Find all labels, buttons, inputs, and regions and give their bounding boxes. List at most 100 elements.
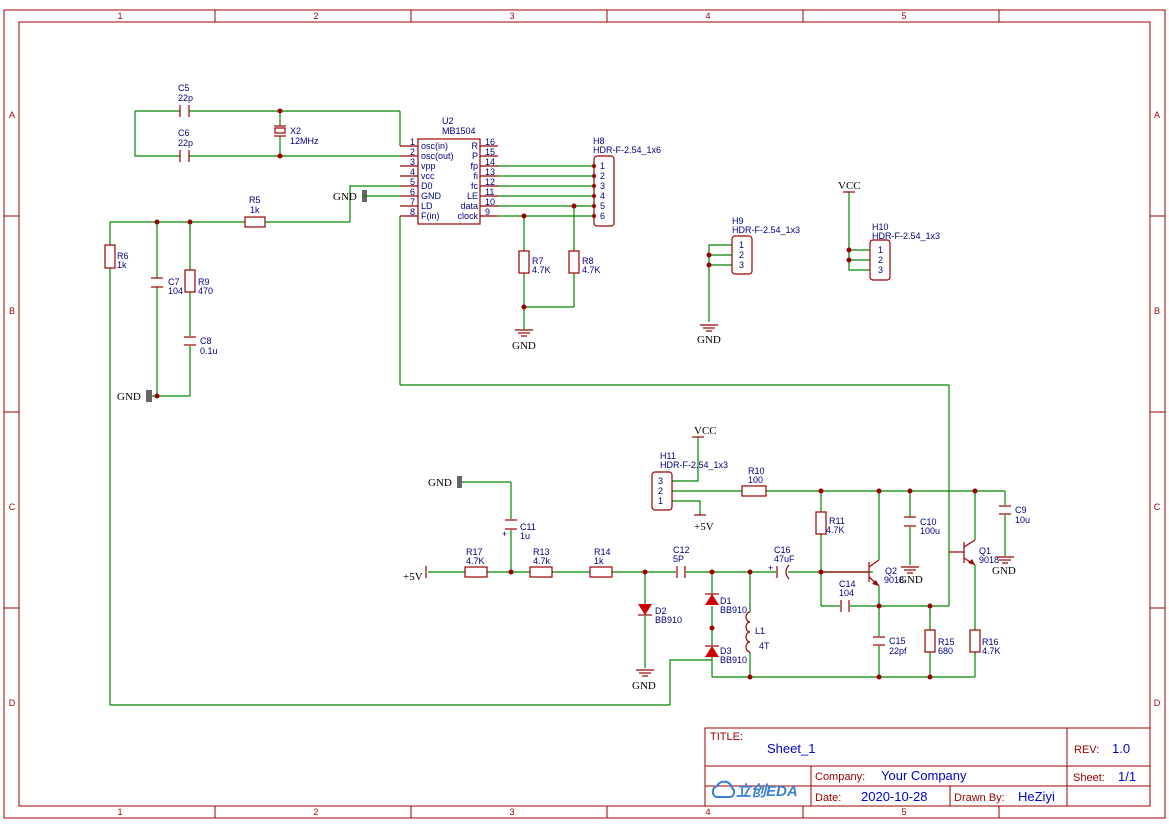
gnd-symbol: GND (333, 190, 367, 203)
svg-text:C10: C10 (920, 517, 937, 527)
svg-text:R8: R8 (582, 256, 594, 266)
svg-text:2: 2 (658, 486, 663, 496)
capacitor-c15: C15 22pf (873, 636, 907, 656)
capacitor-c14: C14 104 (839, 579, 856, 612)
col-label: 3 (509, 807, 514, 817)
u2-pin-name: P (472, 151, 478, 161)
col-label: 5 (901, 11, 906, 21)
vcc-symbol: VCC (838, 180, 861, 193)
u2-pin-name: fi (474, 171, 479, 181)
svg-text:47uF: 47uF (774, 554, 795, 564)
date-label: Date: (815, 792, 841, 804)
gnd-symbol: GND (428, 476, 462, 489)
svg-text:HDR-F-2.54_1x3: HDR-F-2.54_1x3 (660, 460, 728, 470)
sheet-frame: 1 2 3 4 5 1 2 3 4 5 A B C D A B C D (3, 9, 1166, 819)
svg-text:4.7k: 4.7k (533, 556, 551, 566)
svg-text:HDR-F-2.54_1x3: HDR-F-2.54_1x3 (732, 225, 800, 235)
row-label: C (1154, 502, 1161, 512)
svg-text:R15: R15 (938, 637, 955, 647)
drawn-by-label: Drawn By: (954, 792, 1005, 804)
drawn-by-value: HeZiyi (1018, 789, 1055, 804)
svg-text:5P: 5P (673, 554, 684, 564)
svg-text:12MHz: 12MHz (290, 136, 319, 146)
svg-text:3: 3 (658, 476, 663, 486)
row-label: C (9, 502, 16, 512)
h8-pin-number: 4 (600, 191, 605, 201)
svg-text:C12: C12 (673, 545, 690, 555)
svg-text:9018: 9018 (884, 575, 904, 585)
row-label: D (9, 698, 16, 708)
svg-text:1: 1 (739, 240, 744, 250)
transistor-q2: Q2 9018 (821, 559, 904, 587)
resistor-r14: R14 1k (589, 547, 613, 578)
svg-text:BB910: BB910 (720, 605, 747, 615)
header-h9: H9 HDR-F-2.54_1x3 1 2 3 (731, 216, 800, 275)
svg-text:BB910: BB910 (720, 655, 747, 665)
col-label: 1 (117, 807, 122, 817)
u2-pin-number: 5 (410, 177, 415, 187)
u2-pin-name: osc(out) (421, 151, 454, 161)
resistor-r8: R8 4.7K (568, 250, 601, 275)
resistor-r17: R17 4.7K (464, 547, 488, 578)
gnd-symbol: GND (697, 324, 721, 346)
svg-text:HDR-F-2.54_1x6: HDR-F-2.54_1x6 (593, 145, 661, 155)
resistor-r7: R7 4.7K (518, 250, 551, 275)
row-label: D (1154, 698, 1161, 708)
svg-text:R6: R6 (117, 251, 129, 261)
u2-pin-number: 4 (410, 167, 415, 177)
gnd-symbol: GND (117, 390, 152, 403)
svg-text:+: + (768, 563, 773, 573)
title-label: TITLE: (710, 731, 743, 743)
u2-ref: U2 (442, 116, 454, 126)
svg-text:GND: GND (117, 391, 141, 403)
svg-text:4.7K: 4.7K (582, 265, 601, 275)
capacitor-c10: C10 100u (904, 516, 940, 536)
gnd-symbol: GND (899, 566, 923, 586)
u2-pin-name: F(in) (421, 211, 440, 221)
svg-text:H10: H10 (872, 222, 889, 232)
h8-pin-dot (592, 174, 596, 178)
u2-pin-name: data (460, 201, 478, 211)
u2-pin-name: D0 (421, 181, 433, 191)
row-label: A (9, 110, 15, 120)
diode-d2: D2 BB910 (638, 604, 682, 625)
u2-pin-number: 13 (485, 167, 495, 177)
svg-text:+5V: +5V (403, 571, 423, 583)
u2-pin-name: osc(in) (421, 141, 448, 151)
u2-pin-number: 1 (410, 137, 415, 147)
svg-text:R17: R17 (466, 547, 483, 557)
svg-text:104: 104 (168, 286, 183, 296)
lceda-logo: 立创EDA (711, 780, 798, 800)
resistor-r15: R15 680 (924, 629, 955, 656)
u2-pin-number: 6 (410, 187, 415, 197)
svg-text:VCC: VCC (694, 425, 717, 437)
svg-text:22pf: 22pf (889, 646, 907, 656)
junctions (154, 108, 978, 680)
capacitor-c12: C12 5P (673, 545, 690, 578)
vcc-symbol: VCC (692, 425, 717, 438)
rev-label: REV: (1074, 744, 1099, 756)
svg-text:D2: D2 (655, 606, 667, 616)
svg-text:9018: 9018 (979, 555, 999, 565)
svg-text:H8: H8 (593, 136, 605, 146)
u2-pin-name: clock (457, 211, 478, 221)
svg-text:Q1: Q1 (979, 546, 991, 556)
u2-pin-number: 3 (410, 157, 415, 167)
svg-text:C6: C6 (178, 128, 190, 138)
h8-pin-dot (592, 184, 596, 188)
svg-text:100: 100 (748, 475, 763, 485)
svg-text:C11: C11 (520, 522, 536, 532)
svg-text:R7: R7 (532, 256, 544, 266)
svg-text:R13: R13 (533, 547, 550, 557)
svg-text:R10: R10 (748, 466, 765, 476)
gnd-symbol: GND (632, 669, 656, 692)
svg-text:2: 2 (739, 250, 744, 260)
ic-u2: U2 MB1504 (417, 116, 481, 225)
u2-pin-number: 14 (485, 157, 495, 167)
svg-text:R14: R14 (594, 547, 611, 557)
svg-text:R9: R9 (198, 277, 210, 287)
svg-text:1k: 1k (117, 260, 127, 270)
inductor-l1: L1 4T (745, 611, 770, 653)
